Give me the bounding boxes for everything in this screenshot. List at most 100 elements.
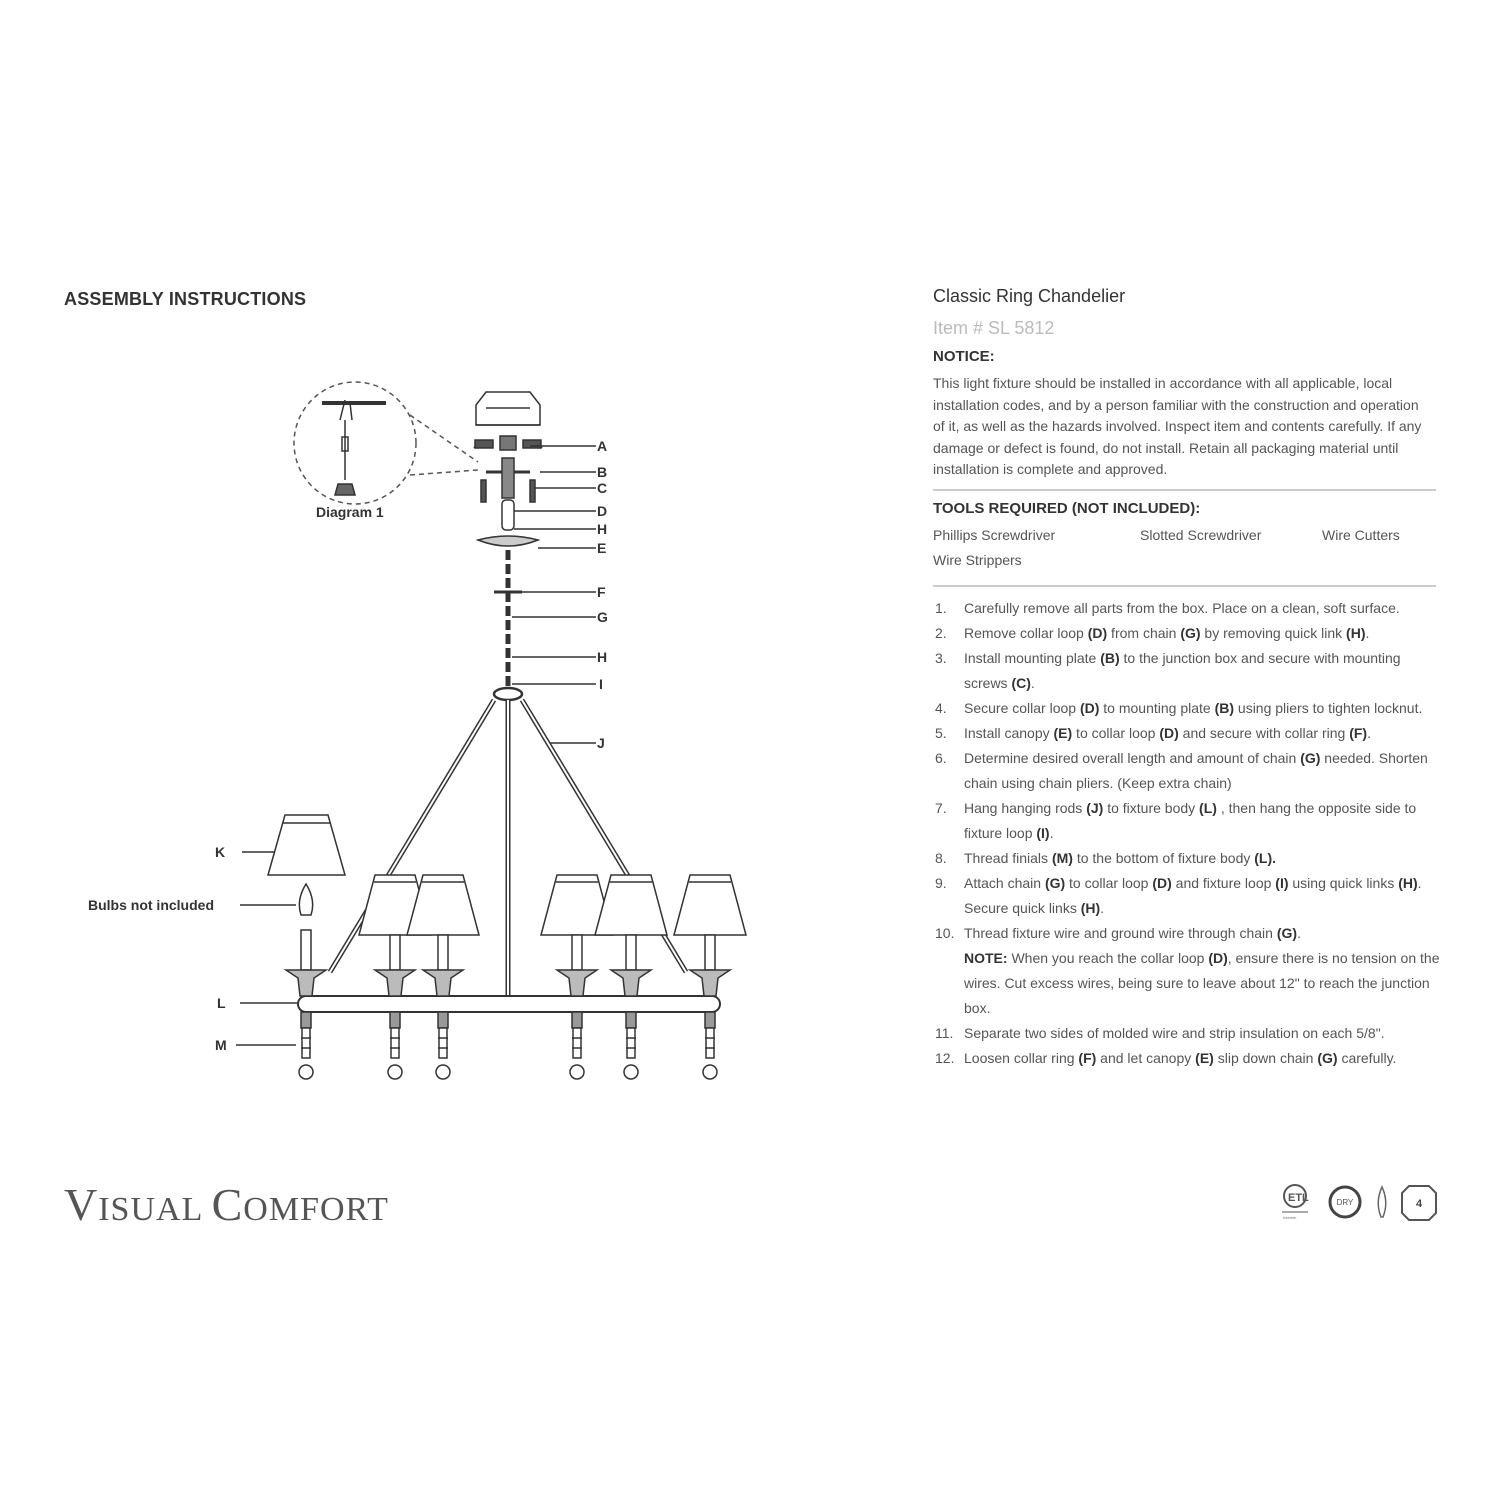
candle-arm: [540, 874, 614, 1080]
part-label-e: E: [597, 540, 606, 556]
part-reference: (G): [1317, 1050, 1338, 1066]
step-note: NOTE: When you reach the collar loop (D)…: [964, 946, 1448, 1021]
diagram-1-inset: [293, 381, 479, 505]
part-reference: (D): [1079, 700, 1100, 716]
step-text: .: [1297, 925, 1301, 941]
step-item: 3.Install mounting plate (B) to the junc…: [933, 646, 1448, 696]
step-text: needed. Shorten chain using chain pliers…: [964, 750, 1428, 791]
tools-heading: TOOLS REQUIRED (NOT INCLUDED):: [933, 500, 1201, 517]
svg-text:DRY: DRY: [1337, 1198, 1354, 1207]
step-number: 11.: [935, 1025, 954, 1041]
part-label-h2: H: [597, 649, 607, 665]
part-reference: (I): [1036, 825, 1050, 841]
step-text: to collar loop: [1065, 875, 1153, 891]
step-text: using pliers to tighten locknut.: [1234, 700, 1423, 716]
part-reference: NOTE:: [964, 950, 1008, 966]
step-number: 8.: [935, 850, 947, 866]
bulbs-not-included-note: Bulbs not included: [88, 897, 214, 913]
part-label-b: B: [597, 464, 607, 480]
step-item: 6. Determine desired overall length and a…: [933, 746, 1448, 796]
part-reference: (B): [1100, 650, 1120, 666]
diagram-1-label: Diagram 1: [316, 504, 384, 520]
step-text: .: [1365, 625, 1370, 641]
step-text: Separate two sides of molded wire and st…: [964, 1025, 1385, 1041]
step-text: Attach chain: [964, 875, 1045, 891]
step-text: and secure with collar ring: [1178, 725, 1350, 741]
part-reference: (H): [1080, 900, 1101, 916]
step-item: 11. Separate two sides of molded wire and…: [933, 1021, 1448, 1046]
step-number: 10.: [935, 925, 955, 941]
dry-location-icon: DRY: [1328, 1185, 1362, 1219]
part-reference: (H): [1398, 875, 1418, 891]
part-reference: (M): [1051, 850, 1073, 866]
step-text: to the bottom of fixture body: [1072, 850, 1255, 866]
step-number: 6.: [935, 750, 947, 766]
step-item: 7.Hang hanging rods (J) to fixture body …: [933, 796, 1448, 846]
part-reference: (C): [1011, 675, 1031, 691]
step-text: Loosen collar ring: [964, 1050, 1079, 1066]
svg-text:ETL: ETL: [1288, 1192, 1309, 1204]
step-text: Determine desired overall length and amo…: [964, 750, 1301, 766]
tool-item: Wire Strippers: [933, 552, 1022, 568]
chandelier-diagram: A B C D H E F G H I J K L M Bulbs not in…: [88, 381, 747, 1080]
part-label-a: A: [597, 438, 607, 454]
step-text: Install canopy: [964, 725, 1054, 741]
candelabra-bulb-icon: [1377, 1185, 1387, 1218]
part-reference: (G): [1044, 875, 1066, 891]
part-label-f: F: [597, 584, 606, 600]
step-text: Carefully remove all parts from the box.…: [964, 600, 1400, 616]
candle-arm: [673, 874, 747, 1080]
part-label-k: K: [215, 844, 225, 860]
step-number: 9.: [935, 875, 947, 891]
svg-text:4: 4: [1416, 1198, 1423, 1210]
step-number: 12.: [935, 1050, 955, 1066]
certification-icons: ETL Intertek DRY 4: [1282, 1184, 1437, 1221]
divider: [933, 489, 1436, 491]
step-item: 10. Thread fixture wire and ground wire t…: [933, 921, 1448, 1021]
part-label-c: C: [597, 480, 607, 496]
step-text: .: [1049, 825, 1054, 841]
step-item: 12.Loosen collar ring (F) and let canopy…: [933, 1046, 1448, 1071]
step-text: and fixture loop: [1171, 875, 1276, 891]
step-text: using quick links: [1288, 875, 1399, 891]
part-reference: (D): [1152, 875, 1172, 891]
step-text: to the junction box and secure with moun…: [964, 650, 1401, 691]
candle-arm: [283, 929, 329, 1080]
step-item: 8.Thread finials (M) to the bottom of fi…: [933, 846, 1448, 871]
step-number: 7.: [935, 800, 947, 816]
step-text: Install mounting plate: [964, 650, 1101, 666]
step-number: 4.: [935, 700, 947, 716]
item-number: Item # SL 5812: [933, 318, 1055, 338]
part-label-l: L: [217, 995, 226, 1011]
etl-listed-icon: ETL Intertek: [1282, 1184, 1309, 1220]
notice-body: This light fixture should be installed i…: [933, 375, 1422, 477]
part-reference: (E): [1053, 725, 1073, 741]
bulb-count-icon: 4: [1401, 1185, 1437, 1221]
step-text: carefully.: [1337, 1050, 1397, 1066]
step-text: Hang hanging rods: [964, 800, 1087, 816]
part-reference: (D): [1159, 725, 1179, 741]
assembly-steps-list: 1. Carefully remove all parts from the bo…: [933, 596, 1448, 1071]
step-text: . Secure quick links: [964, 875, 1422, 916]
svg-text:Intertek: Intertek: [1283, 1215, 1296, 1220]
step-text: Thread fixture wire and ground wire thro…: [964, 925, 1277, 941]
tool-item: Wire Cutters: [1322, 527, 1400, 543]
notice-heading: NOTICE:: [933, 348, 995, 365]
part-reference: (J): [1086, 800, 1104, 816]
step-text: Secure collar loop: [964, 700, 1080, 716]
step-text: .: [1367, 725, 1371, 741]
product-name: Classic Ring Chandelier: [933, 286, 1126, 306]
part-reference: (F): [1349, 725, 1368, 741]
step-item: 1. Carefully remove all parts from the bo…: [933, 596, 1448, 621]
part-reference: (G): [1180, 625, 1201, 641]
candle-arm: [594, 874, 668, 1080]
part-reference: (B): [1214, 700, 1235, 716]
part-label-d: D: [597, 503, 607, 519]
divider: [933, 585, 1436, 587]
step-text: When you reach the collar loop: [1007, 950, 1209, 966]
step-number: 1.: [935, 600, 947, 616]
part-reference: (F): [1078, 1050, 1097, 1066]
part-label-g: G: [597, 609, 608, 625]
part-reference: (I): [1275, 875, 1289, 891]
step-item: 9. Attach chain (G) to collar loop (D) an…: [933, 871, 1448, 921]
